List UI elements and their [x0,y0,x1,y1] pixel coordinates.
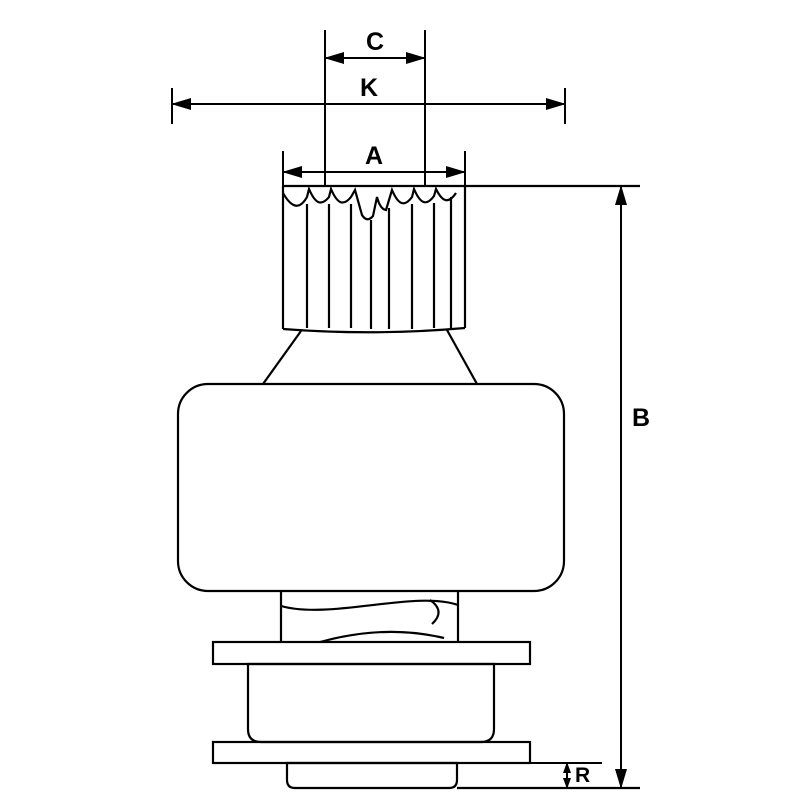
body-outline [176,382,566,593]
dimension-k: K [171,74,566,124]
gear-neck [262,329,478,385]
dim-label-c: C [366,28,384,56]
drive-body [176,382,566,593]
dim-label-a: A [365,142,383,170]
dimension-r: R [530,762,602,789]
lower-flange [211,740,532,765]
bottom-hub [285,761,459,790]
spline-helix-curve-1 [280,599,459,611]
gear-tooth-tips [282,185,457,221]
gear-bottom-edge [282,326,466,334]
dim-label-k: K [360,74,378,102]
dimension-c: C [324,28,426,186]
upper-flange [211,640,532,666]
spline-helix-curve-2 [429,599,440,625]
dimension-a: A [282,142,466,186]
neck-left-line [262,330,302,385]
dim-label-r: R [575,764,590,787]
pinion-gear [281,184,640,334]
spline-helix-curve-3 [319,630,445,644]
neck-right-line [446,329,478,385]
collar [246,662,496,744]
lower-assembly [211,640,532,790]
dimension-b: B [457,185,650,790]
dim-label-b: B [632,404,650,432]
helical-spline-section [279,591,460,644]
